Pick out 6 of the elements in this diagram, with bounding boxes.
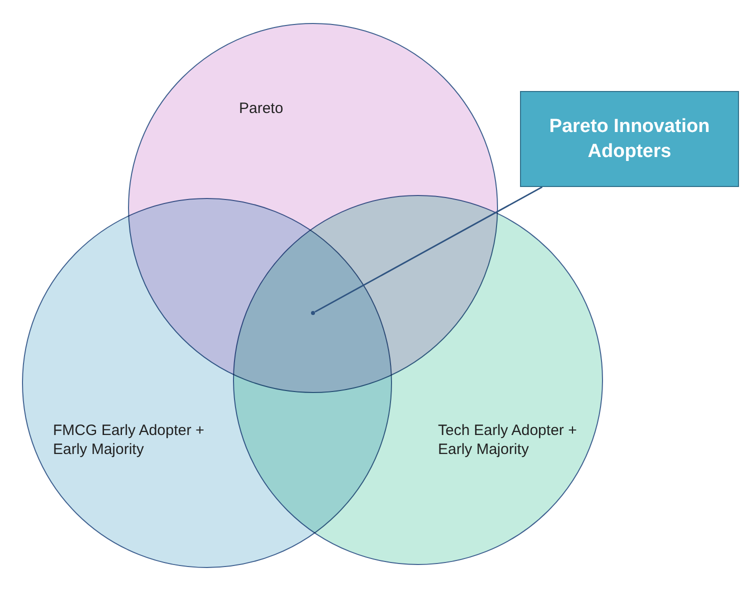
callout-box <box>520 91 739 187</box>
leader-line <box>314 186 543 313</box>
callout-label: Pareto Innovation Adopters <box>548 115 711 164</box>
circle-label: Tech Early Adopter + Early Majority <box>438 421 578 459</box>
circle-label: Pareto <box>239 99 284 118</box>
circle-label: FMCG Early Adopter + Early Majority <box>53 421 205 459</box>
